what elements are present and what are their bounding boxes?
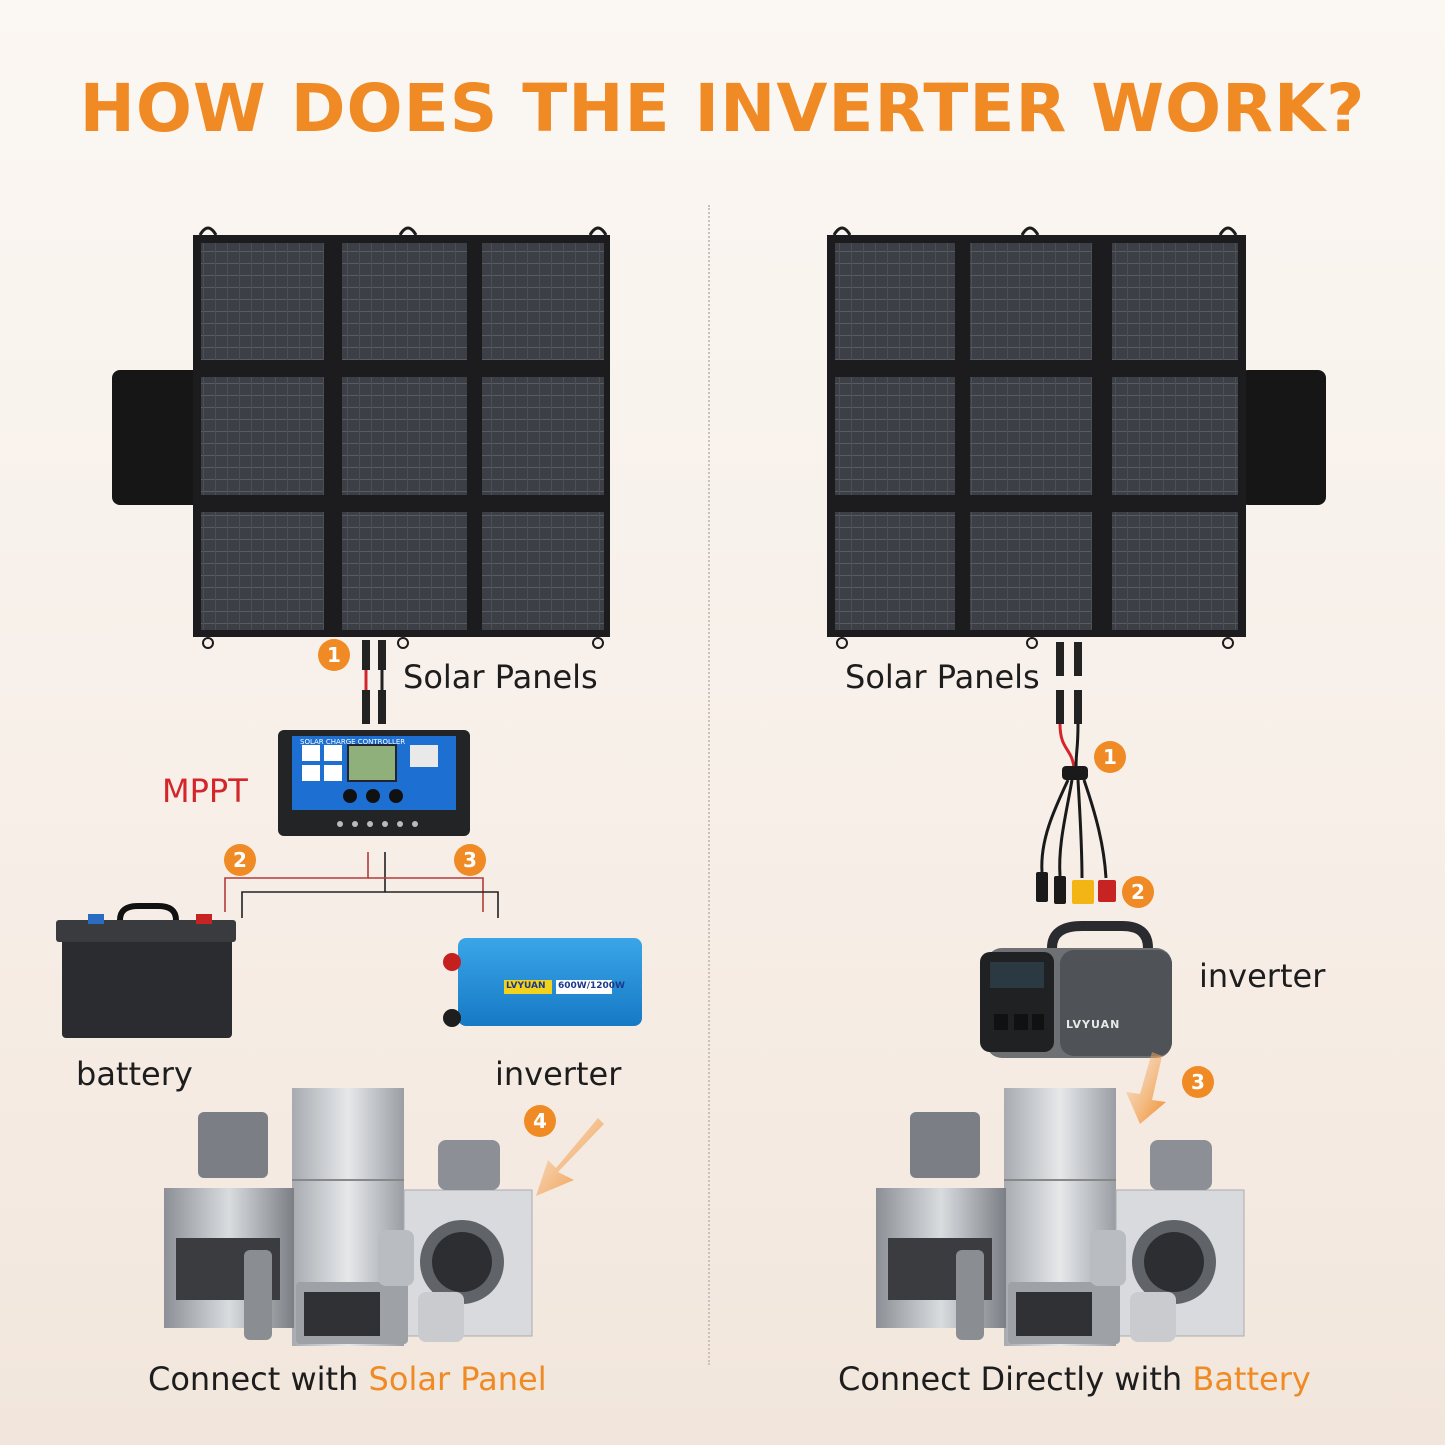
left-step-badge-4: 4 <box>524 1105 556 1137</box>
left-caption-prefix: Connect with <box>148 1360 369 1398</box>
left-caption-highlight: Solar Panel <box>368 1360 547 1398</box>
right-caption-highlight: Battery <box>1192 1360 1311 1398</box>
right-step-badge-2: 2 <box>1122 876 1154 908</box>
left-down-arrow <box>536 1118 604 1196</box>
left-step-badge-1: 1 <box>318 639 350 671</box>
left-step-badge-2: 2 <box>224 844 256 876</box>
left-solar-panel <box>112 226 610 649</box>
right-down-arrow <box>1126 1052 1166 1124</box>
station-brand: LVYUAN <box>1066 1018 1121 1031</box>
right-caption-prefix: Connect Directly with <box>838 1360 1193 1398</box>
left-step-badge-3: 3 <box>454 844 486 876</box>
power-station-illustration <box>980 921 1172 1058</box>
left-inverter-label: inverter <box>495 1055 622 1093</box>
page-title: HOW DOES THE INVERTER WORK? <box>79 70 1366 147</box>
charge-controller <box>278 730 470 836</box>
right-inverter-label: inverter <box>1199 957 1326 995</box>
left-mc4-connectors <box>362 640 386 724</box>
controller-text: SOLAR CHARGE CONTROLLER <box>300 738 406 746</box>
inverter-rating: 600W/1200W <box>558 981 625 991</box>
center-divider <box>708 205 710 1365</box>
right-solar-panels-label: Solar Panels <box>845 658 1040 696</box>
right-step-badge-1: 1 <box>1094 741 1126 773</box>
left-caption: Connect with Solar Panel <box>148 1360 547 1398</box>
mppt-label: MPPT <box>162 772 248 810</box>
left-wiring <box>224 852 499 918</box>
left-appliances <box>164 1088 533 1346</box>
right-appliances <box>876 1088 1245 1346</box>
battery-illustration <box>56 903 236 1038</box>
right-solar-panel <box>827 226 1326 649</box>
right-step-badge-3: 3 <box>1182 1066 1214 1098</box>
battery-label: battery <box>76 1055 193 1093</box>
right-splitter-cable <box>1036 642 1116 904</box>
inverter-brand: LVYUAN <box>506 981 546 991</box>
right-caption: Connect Directly with Battery <box>838 1360 1311 1398</box>
left-solar-panels-label: Solar Panels <box>403 658 598 696</box>
blue-inverter-illustration <box>443 938 642 1027</box>
